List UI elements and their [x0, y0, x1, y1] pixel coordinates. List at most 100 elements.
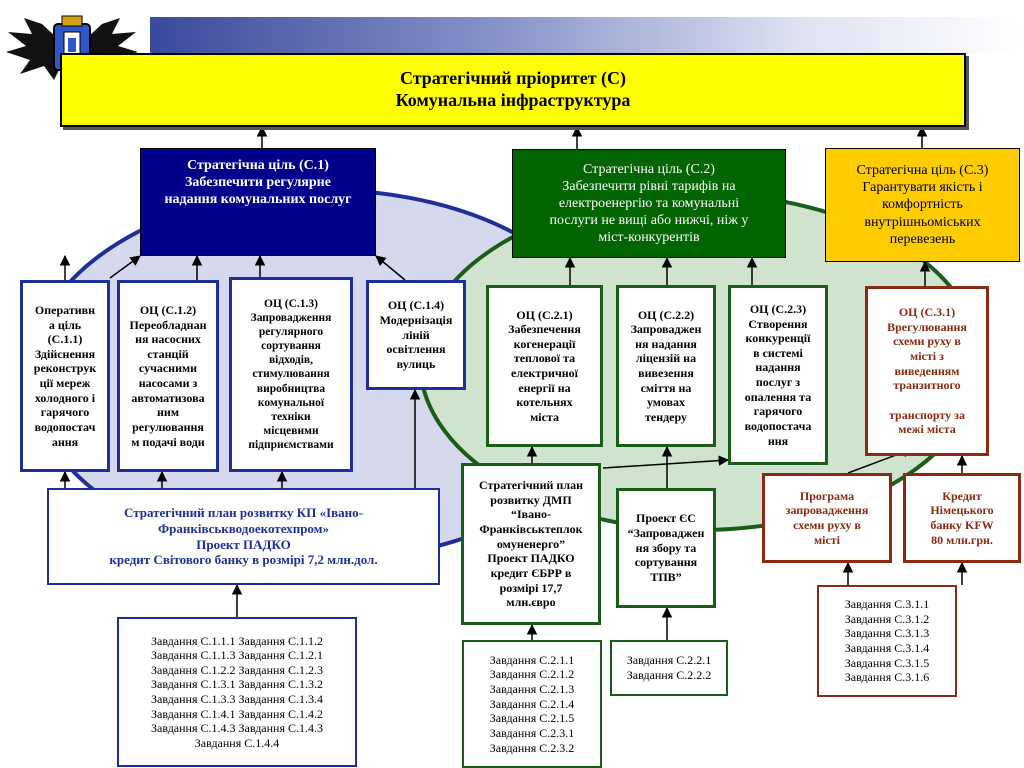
text-line: Завдання С.1.4.3 Завдання С.1.4.3: [150, 721, 323, 736]
text-line: (С.1.1): [47, 332, 83, 347]
text-line: Забезпечення: [508, 322, 581, 337]
text-line: банку KFW: [930, 518, 994, 532]
text-line: Завдання С.2.1.4: [489, 696, 575, 711]
text-line: ції мереж: [39, 376, 91, 390]
text-line: надання комунальних послуг: [164, 192, 352, 208]
text-line: сміття на: [640, 380, 692, 395]
text-line: послуг з: [755, 375, 801, 389]
text-line: схеми руху в: [793, 518, 861, 532]
text-line: ТПВ”: [650, 569, 682, 584]
text-line: комунальної: [257, 396, 325, 409]
text-line: Стратегічний план: [479, 478, 583, 493]
text-line: гарячого: [40, 405, 90, 420]
text-line: схеми руху в: [893, 334, 961, 349]
text-line: ним: [156, 405, 179, 420]
text-line: Запровадження: [250, 312, 332, 325]
text-line: межі міста: [898, 422, 956, 437]
text-line: ОЦ (С.2.3): [749, 301, 807, 316]
text-line: ліцензій на: [635, 351, 697, 366]
text-line: насосами з: [138, 376, 198, 390]
text-line: Комунальна інфраструктура: [395, 90, 631, 110]
text-line: кредит ЄБРР в: [490, 565, 572, 580]
text-line: Завдання С.2.3.2: [489, 740, 575, 755]
text-line: надання: [755, 360, 801, 375]
text-line: Завдання С.2.1.5: [489, 711, 575, 726]
text-line: Завдання С.1.3.1 Завдання С.1.3.2: [150, 677, 323, 692]
text-line: сортування: [634, 555, 698, 570]
text-line: ОЦ (С.1.4): [387, 298, 445, 313]
text-line: техніки: [271, 410, 311, 423]
text-line: Створення: [748, 316, 808, 331]
text-line: сучасними: [138, 361, 198, 376]
text-line: Франківськводоекотехпром»: [157, 520, 330, 536]
text-line: вулиць: [396, 356, 436, 371]
text-line: місті з: [910, 349, 944, 364]
text-line: підприємствами: [248, 438, 334, 451]
text-line: конкуренції: [745, 331, 811, 346]
text-line: ання: [51, 434, 79, 449]
connector-arrow: [109, 255, 141, 279]
text-line: [887, 393, 967, 408]
text-line: послуги не вищі або нижчі, ніж у: [549, 213, 749, 229]
text-line: регулярного: [258, 326, 324, 339]
text-line: Стратегічний пріоритет (С): [399, 68, 627, 89]
text-line: Запроваджен: [630, 322, 702, 337]
text-line: автоматизова: [131, 390, 205, 405]
goal-c1-box: Стратегічна ціль (С.1)Забезпечити регуля…: [140, 148, 376, 256]
text-line: Завдання С.2.1.1: [489, 652, 575, 667]
text-line: Завдання С.3.1.6: [844, 670, 930, 685]
text-line: Переобладнан: [129, 317, 207, 332]
text-line: Завдання С.2.2.1: [626, 653, 712, 668]
text-line: Оперативн: [34, 302, 96, 317]
header-gradient-band: [150, 17, 1024, 53]
text-line: Модернізація: [379, 313, 453, 328]
text-line: Врегулювання: [887, 319, 967, 334]
text-line: Франківськтеплок: [479, 522, 583, 537]
text-line: а ціль: [48, 317, 82, 332]
text-line: 80 млн.грн.: [931, 532, 993, 547]
text-line: Стратегічна ціль (С.1): [187, 158, 329, 173]
text-line: Завдання С.1.1.1 Завдання С.1.1.2: [150, 633, 323, 648]
plan-c1: Стратегічний план розвитку КП «Івано-Фра…: [47, 488, 440, 585]
text-line: ня насосних: [135, 332, 201, 347]
text-line: теплової та: [513, 351, 576, 366]
text-line: розвитку ДМП: [490, 492, 572, 507]
text-line: Завдання С.1.1.3 Завдання С.1.2.1: [150, 648, 323, 663]
strategic-priority-title: Стратегічний пріоритет (С)Комунальна інф…: [60, 53, 966, 127]
text-line: станцій: [147, 346, 189, 361]
text-line: виробництва: [256, 382, 326, 395]
text-line: Гарантувати якість і: [862, 180, 983, 196]
text-line: Завдання С.3.1.3: [844, 626, 930, 641]
text-line: стимулювання: [252, 368, 330, 381]
connector-arrow: [602, 455, 730, 469]
text-line: електричної: [511, 366, 578, 380]
text-line: Завдання С.3.1.2: [844, 611, 930, 626]
text-line: Проект ПАДКО: [196, 536, 291, 552]
text-line: опалення та: [744, 389, 812, 404]
text-line: комфортність: [882, 197, 963, 213]
connector-arrows: [59, 125, 968, 640]
text-line: ОЦ (С.3.1): [898, 305, 956, 320]
text-line: енергії на: [518, 380, 571, 395]
text-line: ня збору та: [635, 540, 697, 555]
text-line: місті: [813, 532, 841, 547]
text-line: Завдання С.2.3.1: [489, 725, 575, 740]
text-line: транспорту за: [889, 407, 965, 422]
goal-c2-box: Стратегічна ціль (С.2)Забезпечити рівні …: [512, 149, 786, 258]
text-line: “Івано-: [510, 507, 552, 522]
text-line: млн.євро: [506, 595, 556, 610]
text-line: міст-конкурентів: [598, 230, 700, 246]
text-line: виведенням: [894, 363, 960, 378]
text-line: Проект ПАДКО: [487, 551, 575, 566]
text-line: Завдання С.2.1.3: [489, 682, 575, 697]
